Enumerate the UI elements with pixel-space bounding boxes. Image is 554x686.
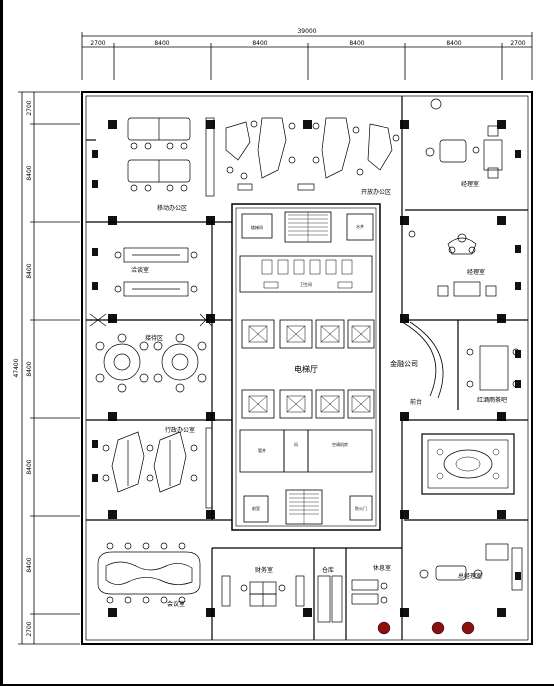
- dim-left-7: 2700: [26, 621, 33, 636]
- mobile-office-furniture: [127, 117, 215, 197]
- open-office-workstations: [225, 117, 400, 191]
- core-label-door: 防火门: [355, 505, 367, 511]
- president-office-furniture: [419, 543, 523, 591]
- room-label-company: 金融公司: [390, 359, 418, 368]
- storage-shelving: [317, 575, 388, 623]
- core-label-stair: 楼梯间: [251, 224, 263, 230]
- dim-top-1: 2700: [90, 40, 105, 47]
- conference-table: [97, 542, 201, 604]
- meeting-room-furniture: [89, 247, 213, 327]
- plant-decorations: [377, 621, 475, 635]
- left-dimension-lines: [18, 91, 80, 645]
- room-label-reception: 接待区: [145, 334, 163, 342]
- top-dimension-lines: [81, 32, 533, 80]
- structural-columns: [92, 120, 521, 617]
- core-label-shaft: 风: [294, 442, 298, 447]
- central-core: [231, 203, 381, 531]
- dim-top-5: 8400: [446, 40, 461, 47]
- core-label-equipment: 空调机房: [332, 441, 348, 447]
- room-label-president: 总经理室: [458, 572, 482, 580]
- core-label-pipe: 管井: [258, 447, 266, 453]
- dim-top-4: 8400: [349, 40, 364, 47]
- room-label-front-desk: 前台: [410, 398, 422, 406]
- room-label-office-room: 行政办公室: [165, 426, 195, 434]
- dim-left-5: 8400: [26, 459, 33, 474]
- room-label-conference: 会议室: [167, 600, 185, 608]
- room-label-manager-2: 经理室: [467, 268, 485, 276]
- reception-round-tables: [95, 333, 207, 393]
- dim-total-height: 47400: [13, 358, 20, 377]
- room-label-meeting: 洽谈室: [131, 266, 149, 274]
- carpet-room: [421, 433, 515, 495]
- core-label-water: 水井: [356, 223, 364, 229]
- dim-total-width: 39000: [297, 28, 316, 35]
- dim-left-2: 8400: [26, 165, 33, 180]
- core-label-wc: 卫生间: [300, 281, 312, 287]
- dim-left-4: 8400: [26, 361, 33, 376]
- room-label-finance: 财务室: [255, 566, 273, 574]
- room-label-mobile-office: 移动办公区: [157, 204, 187, 212]
- room-label-manager-1: 经理室: [461, 180, 479, 188]
- dim-left-3: 8400: [26, 263, 33, 278]
- outer-walls: [81, 91, 533, 645]
- dim-top-3: 8400: [252, 40, 267, 47]
- core-label-room-small: 前室: [252, 505, 260, 511]
- page-left-border: [0, 0, 3, 686]
- finance-room-desks: [221, 575, 305, 607]
- page-bottom-border: [0, 684, 554, 686]
- dim-top-2: 8400: [154, 40, 169, 47]
- room-label-storage: 仓库: [322, 566, 334, 574]
- dim-left-6: 8400: [26, 557, 33, 572]
- office-room-desks: [102, 427, 213, 509]
- manager-room-furniture: [408, 98, 503, 297]
- room-label-lounge: 休息室: [373, 564, 391, 572]
- dim-left-1: 2700: [26, 100, 33, 115]
- partition-walls: [86, 96, 528, 640]
- bar-furniture: [466, 345, 520, 391]
- room-label-open-office: 开放办公区: [361, 188, 391, 196]
- dim-top-6: 2700: [510, 40, 525, 47]
- front-desk: [401, 321, 444, 399]
- room-label-elevator-hall: 电梯厅: [294, 364, 318, 374]
- room-label-bar: 红酒雨茶吧: [477, 396, 507, 404]
